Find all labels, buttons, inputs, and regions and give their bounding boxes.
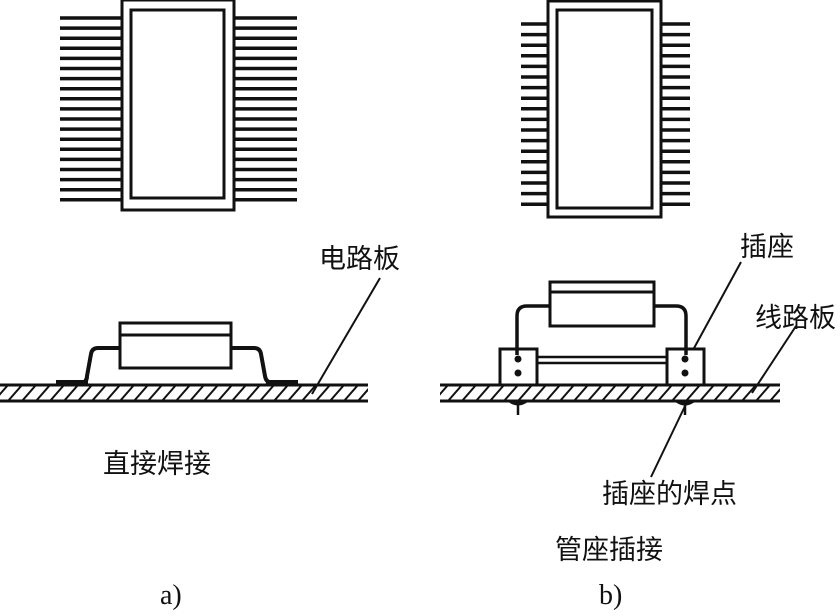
board-hatch-line [573,384,589,402]
left-solder-pad-right [266,380,298,386]
board-hatch-line [503,384,519,402]
left-lead-left [58,346,120,385]
board-hatch-line [798,385,812,401]
board-hatch-line [727,384,743,402]
board-hatch-line [643,384,659,402]
board-hatch-line [517,384,533,402]
board-hatch-line [601,384,617,402]
board-hatch-line [531,384,547,402]
board-hatch-line [133,384,149,402]
board-hatch-line [671,384,687,402]
board-hatch-line [301,384,317,402]
left-chip-side-top [118,321,233,337]
socket-left-hole-bottom [514,369,522,377]
board-hatch-line [203,384,219,402]
board-hatch-line [769,388,780,402]
board-hatch-line [217,384,233,402]
board-hatch-line [357,388,368,402]
board-hatch-line [231,384,247,402]
socket-label: 插座 [740,232,794,263]
socket-right-hole-bottom [681,369,689,377]
solder-joint-leader-line [650,403,687,478]
board-hatch-line [685,384,701,402]
board-hatch-line [63,384,79,402]
left-chip-side-body [118,333,233,370]
board-hatch-line [699,384,715,402]
board-hatch-line [329,384,345,402]
left-board-hatching [0,384,400,402]
board-hatch-line [713,384,729,402]
board-hatch-line [475,384,491,402]
board-hatch-line [259,384,275,402]
right-chip-side-body [548,290,656,328]
board-hatch-line [245,384,261,402]
board-hatch-line [21,384,37,402]
board-hatch-line [77,384,93,402]
left-chip-body-inner [129,8,226,200]
right-side-view [420,261,812,478]
right-sub-label: b) [599,580,623,611]
board-hatch-line [119,384,135,402]
left-board-label: 电路板 [319,244,400,275]
board-hatch-line [315,384,331,402]
board-hatch-line [440,384,449,396]
socket-right-hole-top [681,355,689,363]
right-board-hatching [420,384,812,402]
right-board-leader-line [751,325,797,394]
left-method-label: 直接焊接 [103,449,211,480]
socket-leader-line [692,261,742,351]
left-sub-label: a) [160,580,182,611]
left-chip-top-view [60,0,297,212]
board-hatch-line [587,384,603,402]
board-hatch-line [161,384,177,402]
left-solder-pad-left [56,380,88,386]
right-method-label: 管座插接 [555,535,663,566]
board-hatch-line [91,384,107,402]
board-hatch-line [105,384,121,402]
board-hatch-line [343,384,359,402]
left-side-view [0,277,400,403]
board-hatch-line [420,385,434,401]
left-chip-leads [60,16,297,202]
right-lead-right [654,304,688,355]
board-hatch-line [545,384,561,402]
left-lead-right [231,346,298,385]
board-hatch-line [447,384,463,402]
board-hatch-line [147,384,163,402]
right-board-label: 线路板 [755,303,836,334]
board-hatch-line [657,384,673,402]
board-hatch-line [559,384,575,402]
board-hatch-line [615,384,631,402]
board-hatch-line [784,385,798,401]
board-hatch-line [372,385,386,401]
right-chip-leads [521,22,690,206]
right-lead-left [515,304,550,355]
board-hatch-line [386,385,400,401]
board-hatch-line [189,384,205,402]
board-hatch-line [287,384,303,402]
board-hatch-line [0,384,9,396]
right-chip-top-view [521,0,690,219]
board-hatch-line [741,384,757,402]
board-hatch-line [273,384,289,402]
right-chip-body-inner [555,8,654,210]
board-hatch-line [489,384,505,402]
solder-joint-label: 插座的焊点 [602,479,737,510]
board-hatch-line [35,384,51,402]
board-hatch-line [461,384,477,402]
left-board-leader-line [311,277,381,395]
board-hatch-line [755,384,771,402]
socket-left-hole-top [514,355,522,363]
board-hatch-line [7,384,23,402]
board-hatch-line [629,384,645,402]
board-hatch-line [49,384,65,402]
board-hatch-line [175,384,191,402]
